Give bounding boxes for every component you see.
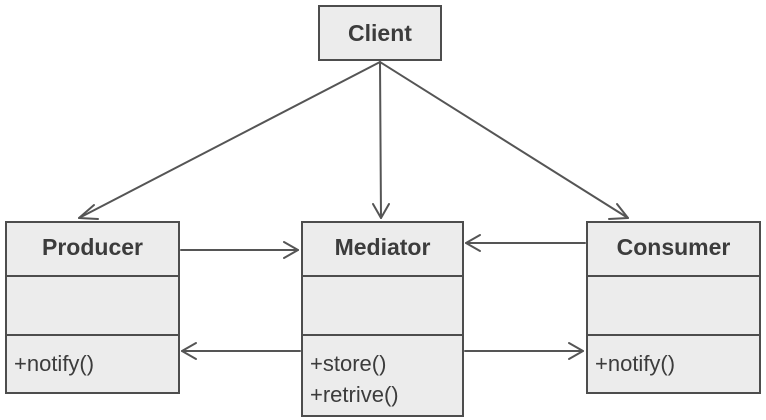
consumer-method: +notify() (595, 351, 676, 376)
consumer-methods-section: +notify() (588, 334, 759, 379)
client-class-box: Client (318, 5, 442, 61)
arrow-consumer-to-mediator (465, 234, 586, 252)
consumer-class-name: Consumer (616, 234, 731, 260)
consumer-class-box: Consumer +notify() (586, 221, 761, 394)
mediator-method-retrive: +retrive() (310, 382, 399, 407)
arrow-client-to-producer (78, 61, 381, 220)
client-class-name: Client (348, 20, 412, 46)
producer-method: +notify() (14, 351, 95, 376)
arrow-producer-to-mediator (180, 241, 299, 259)
arrow-mediator-to-consumer (464, 342, 584, 360)
arrow-mediator-to-producer (181, 342, 301, 360)
mediator-class-box: Mediator +store() +retrive() (301, 221, 464, 417)
mediator-class-name: Mediator (334, 234, 431, 260)
mediator-method-store: +store() (310, 351, 387, 376)
mediator-methods-section: +store() +retrive() (303, 334, 462, 410)
mediator-attributes-section (303, 275, 462, 334)
producer-methods-section: +notify() (7, 334, 178, 379)
consumer-attributes-section (588, 275, 759, 334)
producer-attributes-section (7, 275, 178, 334)
producer-class-name: Producer (42, 234, 143, 260)
producer-class-box: Producer +notify() (5, 221, 180, 394)
arrow-client-to-mediator (372, 61, 390, 219)
arrow-client-to-consumer (379, 61, 629, 220)
